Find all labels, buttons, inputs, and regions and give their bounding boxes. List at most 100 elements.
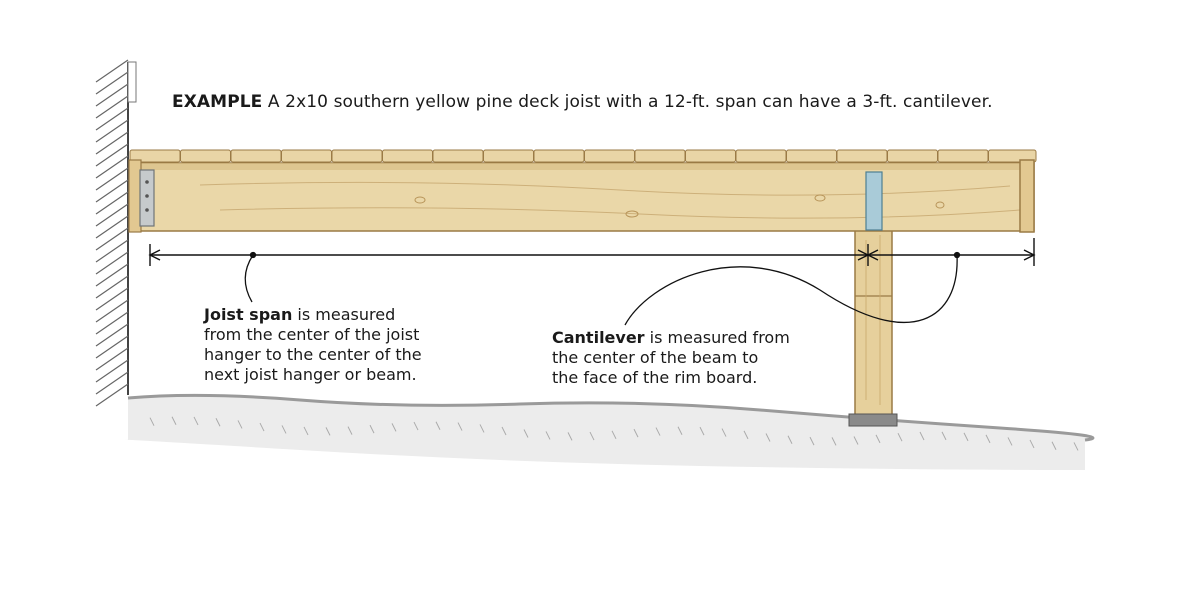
ground-tick — [809, 436, 815, 446]
ground-tick — [413, 421, 419, 431]
ground-tick — [523, 429, 529, 438]
example-caption: EXAMPLE A 2x10 southern yellow pine deck… — [172, 92, 993, 112]
deck-joist — [135, 162, 1035, 232]
wall-hatch-line — [95, 227, 129, 251]
ground-tick — [853, 436, 859, 445]
deck-board — [180, 149, 231, 163]
ground-tick — [1029, 439, 1035, 449]
ground-tick — [149, 417, 155, 426]
ground-tick — [171, 416, 177, 425]
ground-tick — [567, 432, 573, 441]
wall-hatch-line — [95, 371, 129, 395]
wall-hatch-line — [95, 311, 129, 335]
rim-board — [1019, 159, 1035, 233]
wall-hatch-line — [95, 155, 129, 179]
ground-tick — [765, 433, 771, 442]
cantilever-note: Cantilever is measured from the center o… — [552, 328, 832, 388]
ground-tick — [259, 422, 265, 432]
wall-hatch-line — [95, 107, 129, 131]
post-footing — [848, 413, 898, 427]
joist-span-line-1: is measured — [292, 305, 396, 324]
example-label: EXAMPLE — [172, 92, 263, 112]
wall-hatch-line — [95, 335, 129, 359]
deck-board — [988, 149, 1037, 163]
wall-hatch-line — [95, 383, 129, 407]
house-wall — [95, 59, 137, 407]
wall-hatch-line — [95, 71, 129, 95]
wall-hatch-line — [95, 263, 129, 287]
wall-hatch-line — [95, 323, 129, 347]
wall-hatch-line — [95, 83, 129, 107]
ground-tick — [479, 424, 485, 433]
joist-span-term: Joist span — [204, 305, 293, 324]
ground-tick — [325, 427, 331, 436]
ground-tick — [611, 430, 617, 440]
deck-board — [382, 149, 433, 163]
wall-hatch-line — [95, 251, 129, 275]
wall-hatch-line — [95, 287, 129, 311]
cantilever-line-1: is measured from — [644, 328, 790, 347]
wall-hatch-line — [95, 179, 129, 203]
deck-board — [281, 149, 332, 163]
wall-hatch-line — [95, 215, 129, 239]
ground-tick — [787, 435, 793, 444]
beam-connector — [865, 171, 883, 231]
wall-hatch-line — [95, 119, 129, 143]
ground-tick — [831, 437, 837, 446]
joist-span-line-4: next joist hanger or beam. — [204, 365, 417, 384]
ground-tick — [721, 428, 727, 437]
ground-tick — [743, 430, 749, 440]
deck-board — [685, 149, 736, 163]
ground-tick — [1073, 442, 1079, 451]
joist-span-line-2: from the center of the joist — [204, 325, 420, 344]
ledger-board — [128, 159, 142, 233]
wall-hatch-line — [95, 59, 129, 83]
ground-tick — [435, 421, 441, 430]
wall-hatch-line — [95, 131, 129, 155]
cantilever-dimension — [866, 238, 1036, 266]
deck-boards — [129, 149, 1037, 163]
deck-board — [483, 149, 534, 163]
ground-tick — [1007, 437, 1013, 446]
ground — [124, 393, 1095, 470]
cantilever-line-3: the face of the rim board. — [552, 368, 758, 387]
wall-hatch-line — [95, 95, 129, 119]
ground-tick — [941, 431, 947, 441]
ground-tick — [303, 426, 309, 436]
ground-tick — [875, 434, 881, 444]
deck-board — [634, 149, 686, 163]
leader-lines — [244, 251, 961, 326]
ground-tick — [237, 420, 243, 429]
ground-tick — [281, 425, 287, 434]
ground-tick — [699, 426, 705, 436]
ground-tick — [589, 431, 595, 441]
ground-tick — [919, 431, 925, 441]
ground-tick — [677, 426, 683, 435]
deck-board — [786, 149, 837, 163]
wall-hatch-line — [95, 347, 129, 371]
wall-hatch-line — [95, 239, 129, 263]
ground-tick — [369, 424, 375, 434]
ground-tick — [193, 416, 199, 426]
cantilever-line-2: the center of the beam to — [552, 348, 759, 367]
ground-tick — [457, 422, 463, 431]
span-dimension — [148, 244, 870, 266]
deck-board — [937, 149, 989, 163]
ground-tick — [655, 427, 661, 436]
deck-board — [836, 149, 888, 163]
wall-hatch-line — [95, 191, 129, 215]
ground-tick — [347, 426, 353, 435]
ground-tick — [897, 432, 903, 442]
wall-hatch-line — [95, 299, 129, 323]
joist-span-line-3: hanger to the center of the — [204, 345, 422, 364]
cantilever-term: Cantilever — [552, 328, 645, 347]
ground-tick — [501, 426, 507, 436]
example-text: A 2x10 southern yellow pine deck joist w… — [267, 92, 993, 112]
deck-board — [735, 149, 787, 163]
ground-tick — [963, 432, 969, 442]
ground-tick — [215, 418, 221, 427]
deck-board — [887, 149, 938, 163]
ground-tick — [985, 434, 991, 444]
wall-hatch-line — [95, 203, 129, 227]
